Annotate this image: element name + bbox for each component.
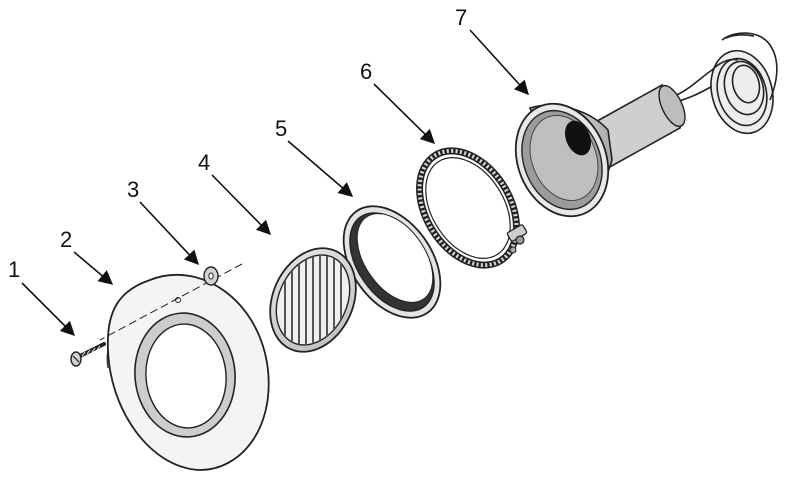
callout-number-5: 5: [275, 116, 287, 141]
face-ring: [106, 274, 270, 471]
callout-number-3: 3: [127, 177, 139, 202]
callout-number-1: 1: [8, 257, 20, 282]
screw: [70, 342, 106, 367]
lamp-housing: [514, 32, 778, 218]
washer: [203, 266, 219, 286]
callout-arrow-7: [469, 29, 529, 96]
callout-arrow-4: [211, 174, 272, 236]
callout-labels: 1 2 3 4 5 6 7: [8, 5, 467, 282]
clamp-buckle: [506, 224, 528, 254]
callout-arrow-1: [21, 282, 76, 337]
clamp-band: [416, 147, 528, 269]
lens: [269, 247, 357, 353]
callout-arrow-5: [287, 140, 354, 197]
callout-number-6: 6: [360, 59, 372, 84]
callout-number-4: 4: [198, 150, 210, 175]
callout-arrows: [21, 29, 529, 337]
coiled-cord: [665, 32, 778, 135]
callout-number-2: 2: [60, 227, 72, 252]
callout-arrow-3: [139, 201, 199, 266]
gasket: [342, 205, 442, 319]
callout-arrow-6: [373, 83, 436, 145]
callout-arrow-2: [73, 251, 114, 285]
callout-number-7: 7: [455, 5, 467, 30]
